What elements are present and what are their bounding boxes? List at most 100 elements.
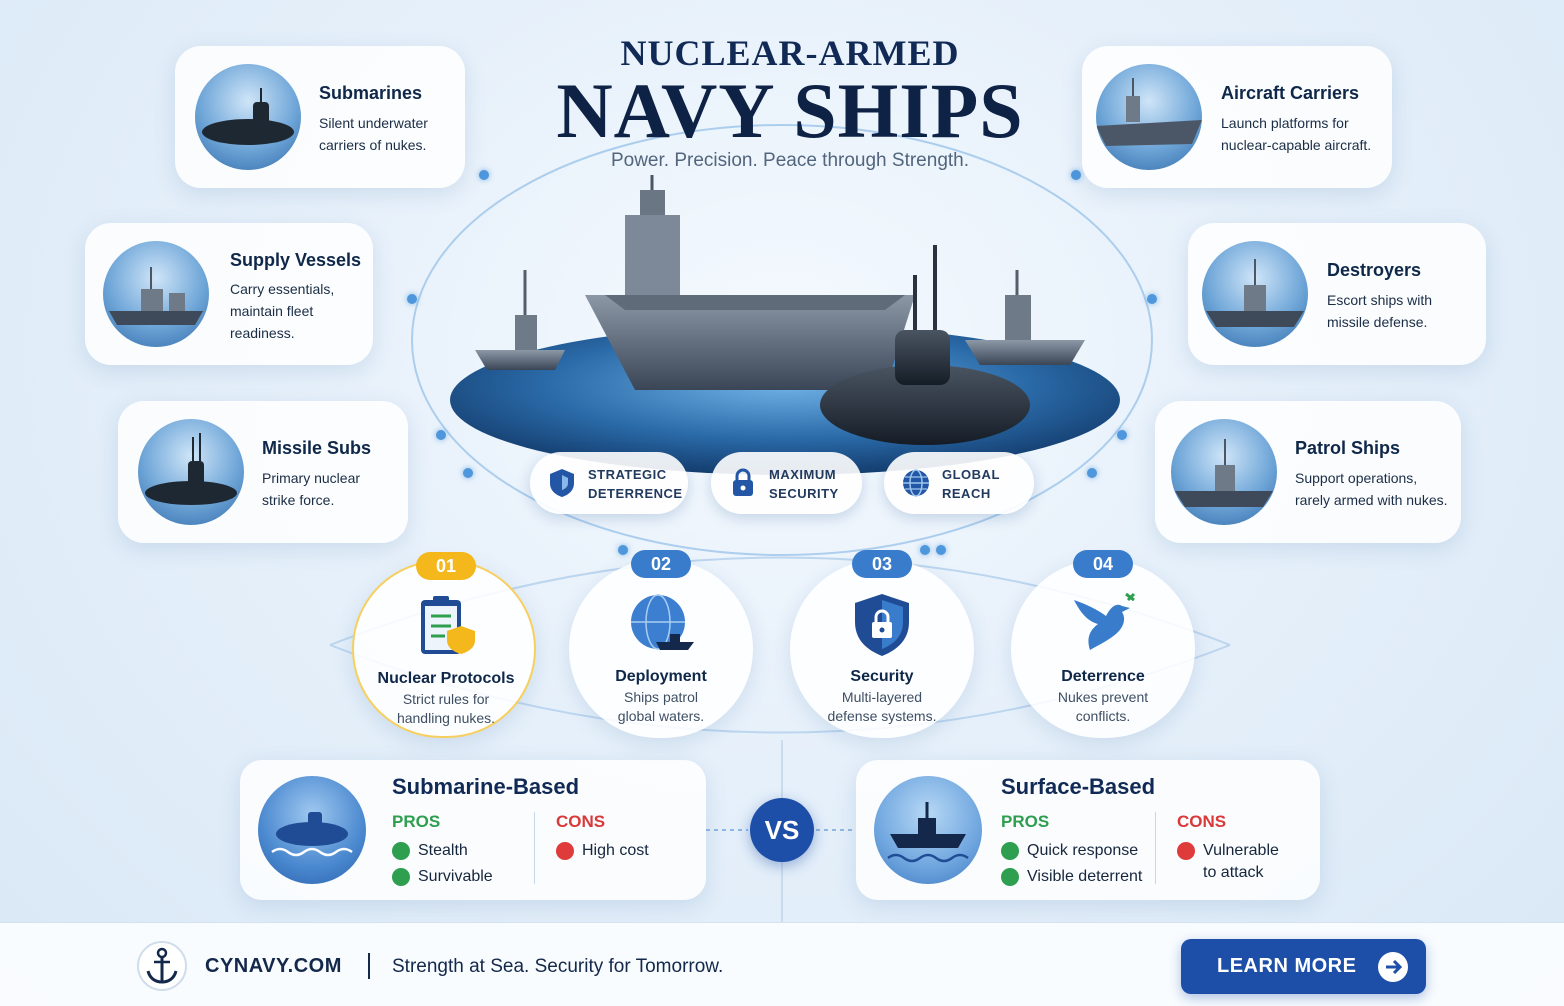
submarine-icon bbox=[258, 776, 366, 884]
cons-item: Vulnerable bbox=[1203, 842, 1279, 859]
patrol-ship-icon bbox=[1171, 419, 1277, 525]
card-text: Support operations, rarely armed with nu… bbox=[1295, 470, 1448, 508]
card-patrol-ships[interactable]: Patrol Ships Support operations, rarely … bbox=[1155, 401, 1461, 543]
globe-icon bbox=[903, 469, 929, 497]
step-text: Multi-layered defense systems. bbox=[827, 689, 937, 724]
x-icon bbox=[1177, 842, 1195, 860]
step-deterrence: 04 Deterrence Nukes prevent conflicts. bbox=[1011, 550, 1195, 738]
connector-dot bbox=[1071, 170, 1081, 180]
card-title: Aircraft Carriers bbox=[1221, 83, 1360, 103]
anchor-logo bbox=[137, 941, 187, 991]
anchor-icon bbox=[146, 947, 178, 984]
feature-label: MAXIMUM SECURITY bbox=[769, 467, 839, 501]
card-title: Missile Subs bbox=[262, 438, 372, 458]
cons-item: High cost bbox=[582, 842, 649, 859]
learn-more-label: LEARN MORE bbox=[1217, 955, 1357, 977]
connector-dot bbox=[1117, 430, 1127, 440]
card-title: Destroyers bbox=[1327, 260, 1422, 280]
step-title: Deployment bbox=[615, 668, 707, 685]
card-title: Patrol Ships bbox=[1295, 438, 1401, 458]
check-icon bbox=[392, 842, 410, 860]
card-text: Escort ships with missile defense. bbox=[1327, 292, 1433, 330]
divider bbox=[534, 812, 535, 884]
step-number: 03 bbox=[852, 550, 912, 578]
step-security: 03 Security Multi-layered defense system… bbox=[790, 550, 974, 738]
comparison-title: Surface-Based bbox=[1001, 774, 1156, 799]
lock-icon bbox=[733, 468, 753, 496]
dove-icon bbox=[1074, 592, 1136, 650]
fleet-illustration bbox=[450, 175, 1120, 475]
feature-maximum-security: MAXIMUM SECURITY bbox=[711, 452, 862, 514]
comparison-submarine-based: Submarine-Based PROS Stealth Survivable … bbox=[240, 760, 706, 900]
x-icon bbox=[556, 842, 574, 860]
site-link[interactable]: CYNAVY.COM bbox=[205, 955, 342, 977]
pros-item: Stealth bbox=[418, 842, 468, 859]
connector-dot bbox=[479, 170, 489, 180]
carrier-icon bbox=[1096, 64, 1202, 170]
missile-sub-icon bbox=[138, 419, 244, 525]
step-nuclear-protocols: 01 Nuclear Protocols Strict rules for ha… bbox=[352, 552, 536, 738]
clipboard-shield-icon bbox=[421, 596, 475, 654]
comparison-surface-based: Surface-Based PROS Quick response Visibl… bbox=[856, 760, 1320, 900]
connector-dot bbox=[1147, 294, 1157, 304]
card-title: Supply Vessels bbox=[230, 250, 362, 270]
lock-shield-icon bbox=[855, 594, 909, 656]
submarine-icon bbox=[195, 64, 301, 170]
connector-dot bbox=[436, 430, 446, 440]
step-text: Ships patrol global waters. bbox=[617, 689, 705, 724]
card-supply-vessels[interactable]: Supply Vessels Carry essentials, maintai… bbox=[85, 223, 373, 365]
globe-ship-icon bbox=[631, 594, 694, 650]
pros-item: Survivable bbox=[418, 868, 493, 885]
connector-dot bbox=[1087, 468, 1097, 478]
pros-label: PROS bbox=[392, 812, 441, 831]
step-number: 01 bbox=[416, 552, 476, 580]
card-text: Primary nuclear strike force. bbox=[262, 470, 361, 508]
cons-item: to attack bbox=[1203, 864, 1264, 881]
step-title: Security bbox=[850, 668, 914, 685]
page-title: NAVY SHIPS bbox=[556, 67, 1024, 154]
step-number: 04 bbox=[1073, 550, 1133, 578]
card-text: Launch platforms for nuclear-capable air… bbox=[1221, 115, 1372, 153]
card-missile-subs[interactable]: Missile Subs Primary nuclear strike forc… bbox=[118, 401, 408, 543]
feature-label: GLOBAL REACH bbox=[942, 467, 1000, 501]
pros-item: Quick response bbox=[1027, 842, 1139, 859]
card-submarines[interactable]: Submarines Silent underwater carriers of… bbox=[175, 46, 465, 188]
destroyer-icon bbox=[1202, 241, 1308, 347]
pros-label: PROS bbox=[1001, 812, 1050, 831]
check-icon bbox=[1001, 868, 1019, 886]
step-text: Strict rules for handling nukes. bbox=[396, 691, 496, 726]
vs-badge: VS bbox=[750, 798, 814, 862]
connector-dot bbox=[936, 545, 946, 555]
check-icon bbox=[1001, 842, 1019, 860]
connector-dot bbox=[618, 545, 628, 555]
learn-more-button[interactable]: LEARN MORE bbox=[1181, 939, 1426, 994]
shield-icon bbox=[550, 469, 574, 497]
footer-slogan: Strength at Sea. Security for Tomorrow. bbox=[392, 956, 724, 977]
card-title: Submarines bbox=[319, 83, 423, 103]
cons-label: CONS bbox=[1177, 812, 1227, 831]
step-text: Nukes prevent conflicts. bbox=[1057, 689, 1149, 724]
feature-strategic-deterrence: STRATEGIC DETERRENCE bbox=[530, 452, 688, 514]
feature-label: STRATEGIC DETERRENCE bbox=[588, 467, 683, 501]
step-number: 02 bbox=[631, 550, 691, 578]
footer-divider bbox=[368, 953, 370, 979]
cons-label: CONS bbox=[556, 812, 606, 831]
step-title: Nuclear Protocols bbox=[377, 670, 515, 687]
comparison-title: Submarine-Based bbox=[392, 774, 580, 799]
card-text: Carry essentials, maintain fleet readine… bbox=[230, 281, 335, 341]
step-deployment: 02 Deployment Ships patrol global waters… bbox=[569, 550, 753, 738]
ship-icon bbox=[874, 776, 982, 884]
connector-dot bbox=[463, 468, 473, 478]
title-top: NUCLEAR-ARMED bbox=[620, 33, 960, 73]
card-destroyers[interactable]: Destroyers Escort ships with missile def… bbox=[1188, 223, 1486, 365]
pros-item: Visible deterrent bbox=[1027, 868, 1143, 885]
step-title: Deterrence bbox=[1061, 668, 1145, 685]
card-text: Silent underwater carriers of nukes. bbox=[319, 115, 428, 153]
feature-global-reach: GLOBAL REACH bbox=[884, 452, 1034, 514]
card-aircraft-carriers[interactable]: Aircraft Carriers Launch platforms for n… bbox=[1082, 46, 1392, 188]
tagline: Power. Precision. Peace through Strength… bbox=[610, 150, 970, 171]
supply-ship-icon bbox=[103, 241, 209, 347]
divider bbox=[1155, 812, 1156, 884]
arrow-right-icon bbox=[1378, 952, 1408, 982]
footer: CYNAVY.COM Strength at Sea. Security for… bbox=[0, 922, 1564, 1006]
